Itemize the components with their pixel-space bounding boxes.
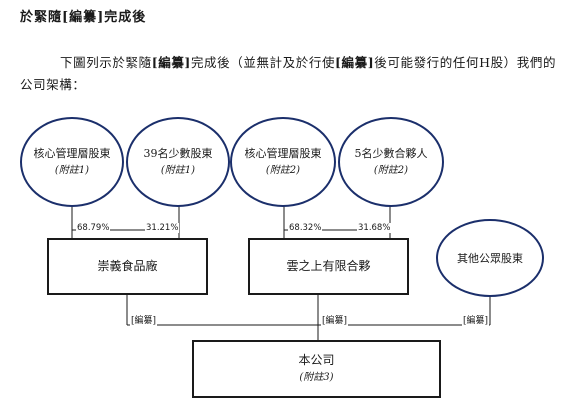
shareholder-name: 核心管理層股東 (244, 147, 322, 160)
entity-name: 雲之上有限合夥 (286, 259, 371, 273)
shareholder-name: 5名少數合夥人 (354, 147, 428, 160)
shareholder-name: 39名少數股東 (143, 147, 213, 160)
section-heading: 於緊隨[編纂]完成後 (20, 10, 147, 25)
company-name: 本公司 (298, 353, 335, 367)
bracket-label: [編纂] (130, 313, 158, 326)
shareholder-note: (附註1) (54, 165, 90, 176)
intro-paragraph: 下圖列示於緊隨[編纂]完成後（並無計及於行使[編纂]後可能發行的任何H股）我們的… (20, 52, 560, 96)
bracket-label: [編纂] (321, 313, 349, 326)
entity-chongyi-food-factory: 崇義食品廠 (47, 238, 208, 295)
shareholder-note: (附註2) (265, 165, 301, 176)
entity-yunzhishang-lp: 雲之上有限合夥 (248, 238, 409, 295)
percentage-label: 31.68% (357, 223, 392, 233)
redacted-placeholder: [編纂] (151, 55, 191, 70)
percentage-label: 68.79% (76, 223, 111, 233)
redacted-placeholder: [編纂] (335, 55, 375, 70)
shareholder-minority-39: 39名少數股東 (附註1) (126, 117, 230, 207)
entity-company: 本公司 (附註3) (192, 340, 441, 398)
bracket-label: [編纂] (462, 313, 490, 326)
entity-name: 崇義食品廠 (97, 259, 158, 273)
paragraph-text-1: 下圖列示於緊隨 (60, 55, 152, 70)
shareholder-note: (附註2) (373, 165, 409, 176)
shareholder-name: 核心管理層股東 (33, 147, 111, 160)
percentage-label: 31.21% (145, 223, 180, 233)
shareholder-core-management-1: 核心管理層股東 (附註1) (20, 117, 124, 207)
shareholder-minority-partners-5: 5名少數合夥人 (附註2) (338, 117, 444, 207)
percentage-label: 68.32% (288, 223, 323, 233)
shareholder-name: 其他公眾股東 (457, 251, 523, 265)
paragraph-text-3: 後可能發行的任何H股）我們的公司架構： (20, 55, 557, 92)
paragraph-text-2: 完成後（並無計及於行使 (190, 55, 336, 70)
company-note: (附註3) (299, 372, 334, 383)
shareholder-note: (附註1) (160, 165, 196, 176)
shareholder-core-management-2: 核心管理層股東 (附註2) (230, 117, 336, 207)
shareholder-public: 其他公眾股東 (436, 219, 544, 297)
